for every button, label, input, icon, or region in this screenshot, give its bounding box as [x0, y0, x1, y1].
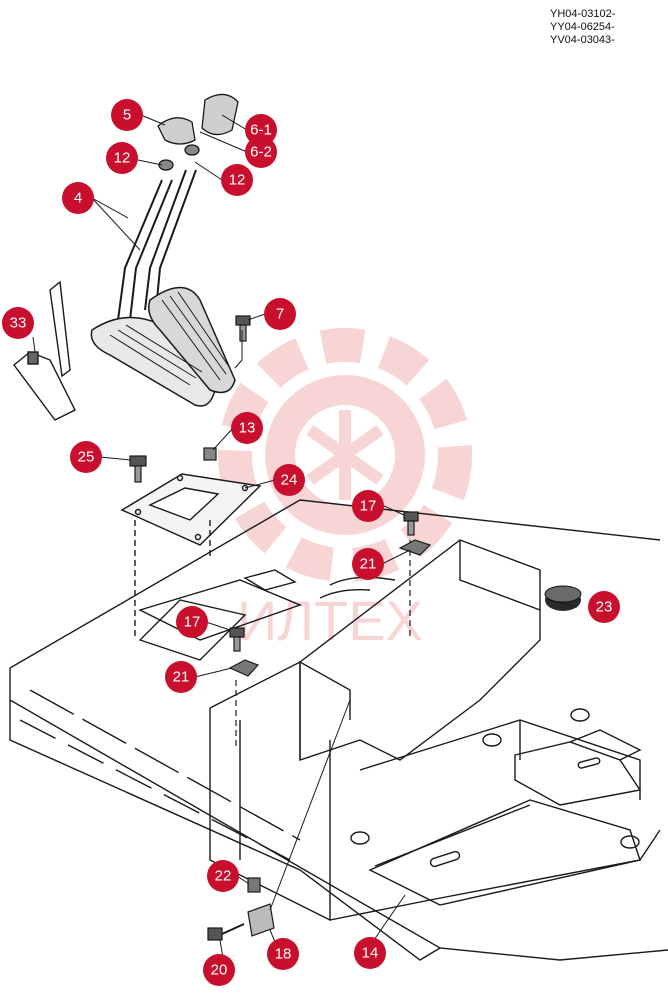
callout-label: 14	[362, 945, 379, 962]
leader-lines	[32, 114, 578, 971]
bolt-25	[129, 455, 147, 483]
callout-label: 23	[596, 599, 613, 616]
callout-21-upper: 21	[352, 548, 384, 580]
callout-25: 25	[70, 441, 102, 473]
nut-13	[203, 447, 217, 461]
bolt-7	[235, 315, 251, 342]
callout-24: 24	[273, 464, 305, 496]
callouts: 5 6-1 6-2 12 12 4 7 33 13 25 24 17 21 23…	[2, 99, 620, 986]
clip-21-lower	[228, 659, 260, 677]
callout-12-right: 12	[221, 164, 253, 196]
callout-17-lower: 17	[176, 606, 208, 638]
part-code: YH04-03102-	[550, 8, 616, 20]
watermark: ИЛТЕХ	[218, 328, 472, 652]
mounting-plate	[120, 473, 262, 661]
plug-22	[247, 877, 261, 893]
travel-levers	[117, 169, 197, 321]
callout-label: 33	[10, 315, 27, 332]
foot-pedals	[90, 286, 236, 407]
callout-33: 33	[2, 307, 34, 339]
lever-grips	[157, 93, 239, 171]
callout-label: 6-1	[250, 122, 272, 139]
callout-label: 17	[360, 498, 377, 515]
part-code-list: YH04-03102- YY04-06254- YV04-03043-	[550, 8, 660, 47]
callout-6-2: 6-2	[245, 136, 277, 168]
callout-21-lower: 21	[165, 661, 197, 693]
callout-label: 25	[78, 449, 95, 466]
part-code: YV04-03043-	[550, 34, 615, 46]
hardware	[129, 315, 432, 941]
callout-label: 21	[173, 669, 190, 686]
callout-label: 21	[360, 556, 377, 573]
callout-14: 14	[354, 937, 386, 969]
callout-label: 17	[184, 614, 201, 631]
callout-12-left: 12	[106, 142, 138, 174]
bolt-20	[207, 923, 245, 941]
callout-label: 18	[275, 946, 292, 963]
callout-23: 23	[588, 591, 620, 623]
callout-label: 20	[211, 962, 228, 979]
callout-label: 13	[239, 420, 256, 437]
callout-18: 18	[267, 938, 299, 970]
callout-13: 13	[231, 412, 263, 444]
bolt-17-lower	[229, 627, 245, 748]
callout-label: 6-2	[250, 144, 272, 161]
callout-label: 5	[123, 107, 131, 124]
part-code: YY04-06254-	[550, 21, 615, 33]
callout-label: 12	[114, 150, 131, 167]
bracket-18	[247, 903, 275, 937]
clip-21-upper	[398, 539, 432, 556]
watermark-gear-icon	[218, 328, 472, 582]
callout-label: 12	[229, 172, 246, 189]
callout-17-upper: 17	[352, 490, 384, 522]
callout-5: 5	[111, 99, 143, 131]
rubber-cap	[544, 585, 582, 611]
callout-label: 24	[281, 472, 298, 489]
callout-22: 22	[207, 860, 239, 892]
floor-frame	[9, 499, 668, 961]
callout-label: 7	[276, 306, 284, 323]
callout-4: 4	[62, 182, 94, 214]
floor-mat	[368, 729, 642, 906]
callout-7: 7	[264, 298, 296, 330]
pedal-bracket	[13, 280, 76, 421]
callout-label: 22	[215, 868, 232, 885]
callout-6-1: 6-1	[245, 114, 277, 146]
callout-20: 20	[203, 954, 235, 986]
bolt-17-upper	[403, 511, 419, 640]
callout-label: 4	[74, 190, 82, 207]
watermark-text: ИЛТЕХ	[237, 589, 423, 652]
